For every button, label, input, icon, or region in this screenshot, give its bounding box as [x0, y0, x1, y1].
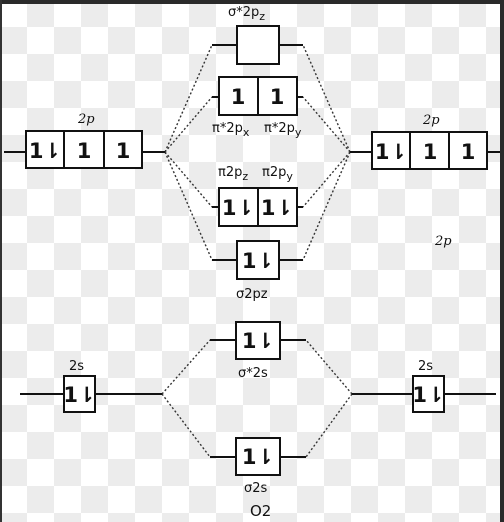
window-top-edge: [0, 0, 504, 4]
mo-sigma-star-2s: 1⇂ σ*2s: [210, 321, 306, 381]
pi-2py-label: π2py: [262, 165, 293, 183]
right-2p-orbital-3: 1: [461, 140, 476, 164]
molecule-title: O2: [250, 502, 271, 520]
sigma-star-2pz-label: σ*2pz: [228, 5, 265, 23]
left-2p-orbital-2: 1: [77, 139, 92, 163]
right-2p-orbital-2: 1: [423, 140, 438, 164]
left-2s-orbital: 1⇂: [63, 383, 95, 407]
sigma-2s-orbital: 1⇂: [242, 445, 274, 469]
left-2p-orbital-3: 1: [116, 139, 131, 163]
pi-star-2py-label: π*2py: [264, 121, 302, 139]
right-2s-orbital: 1⇂: [412, 383, 444, 407]
pi-star-2px-label: π*2px: [212, 121, 250, 139]
left-2p-orbital-1: 1⇂: [29, 139, 61, 163]
sigma-star-2s-orbital: 1⇂: [242, 329, 274, 353]
left-2s-label: 2s: [69, 359, 84, 374]
mo-sigma-2pz: 1⇂ σ2pz: [212, 240, 303, 302]
right-2p-label: 2p: [422, 113, 440, 128]
left-2p-label: 2p: [77, 112, 95, 127]
left-atom-2s: 1⇂ 2s: [20, 359, 162, 413]
pi-2pz-label: π2pz: [218, 165, 248, 183]
mo-sigma-2s: 1⇂ σ2s: [210, 437, 306, 496]
mo-sigma-star-2pz: σ*2pz: [212, 5, 303, 65]
sigma-2pz-label: σ2pz: [236, 287, 268, 302]
window-right-edge: [500, 0, 504, 522]
left-atom-2p: 1⇂ 1 1 2p: [4, 112, 165, 169]
right-atom-2p: 1⇂ 1 1 2p: [350, 113, 500, 170]
pi-star-2py-orbital: 1: [270, 85, 285, 109]
mo-pi-2p: π2pz π2py 1⇂ 1⇂: [212, 165, 303, 227]
window-left-edge: [0, 0, 2, 522]
right-atom-2s: 1⇂ 2s: [352, 359, 496, 413]
sigma-star-2s-label: σ*2s: [238, 366, 268, 381]
correlation-lines-2p: [164, 44, 351, 261]
right-2s-label: 2s: [418, 359, 433, 374]
sigma-2pz-orbital: 1⇂: [242, 249, 274, 273]
sigma-2s-label: σ2s: [244, 481, 268, 496]
pi-star-2px-orbital: 1: [231, 85, 246, 109]
pi-2pz-orbital: 1⇂: [222, 196, 254, 220]
mo-pi-star-2p: 1 1 π*2px π*2py: [212, 76, 303, 139]
correlation-lines-2s: [161, 339, 353, 458]
pi-2py-orbital: 1⇂: [261, 196, 293, 220]
stray-2p-label: 2p: [434, 234, 452, 249]
right-2p-orbital-1: 1⇂: [375, 140, 407, 164]
